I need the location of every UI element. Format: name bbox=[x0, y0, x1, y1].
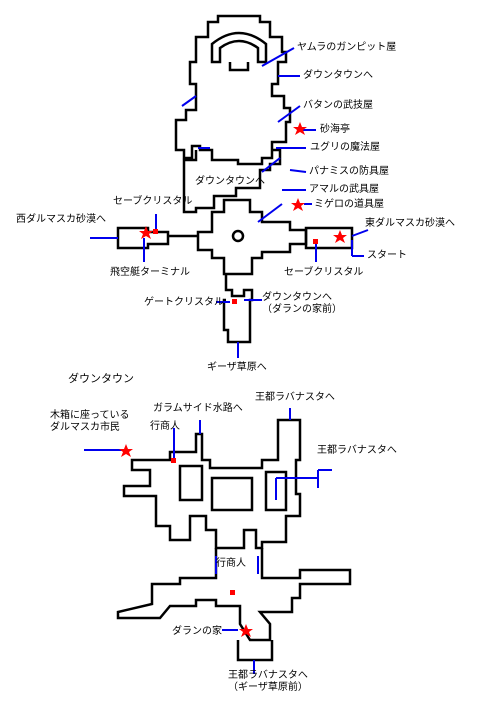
wall-downtown-block bbox=[210, 476, 254, 512]
label-to-rabanastre-2: 王都ラバナスタへ bbox=[317, 445, 397, 456]
star-inn bbox=[293, 122, 307, 135]
label-to-rabanastre-1: 王都ラバナスタへ bbox=[255, 392, 335, 403]
label-merchant-1: 行商人 bbox=[150, 421, 180, 432]
leader-lines bbox=[84, 47, 369, 674]
star-citizen bbox=[119, 444, 133, 457]
fountain bbox=[231, 229, 245, 243]
wall-step bbox=[228, 62, 250, 72]
star-dalan bbox=[239, 624, 253, 637]
wall-downtown-north bbox=[122, 418, 302, 550]
label-citizen-on-box: 木箱に座っている ダルマスカ市民 bbox=[50, 410, 130, 433]
wall-arch bbox=[210, 31, 268, 64]
wall-dalan-room bbox=[236, 640, 274, 662]
label-gate-crystal: ゲートクリスタル bbox=[144, 297, 224, 308]
label-giza-plains: ギーザ草原へ bbox=[207, 362, 267, 373]
label-yuguri-magic: ユグリの魔法屋 bbox=[310, 142, 380, 153]
label-to-downtown-3: ダウンタウンへ （ダランの家前） bbox=[262, 292, 342, 315]
marker-merchant-2 bbox=[230, 590, 235, 595]
label-to-downtown-2: ダウンタウンへ bbox=[195, 176, 265, 187]
label-amaru-armor: アマルの武具屋 bbox=[309, 184, 379, 195]
marker-gate bbox=[232, 299, 237, 304]
label-to-rabanastre-3: 王都ラバナスタへ （ギーザ草原前） bbox=[228, 670, 308, 693]
wall-east-room bbox=[304, 226, 354, 250]
label-to-downtown-1: ダウンタウンへ bbox=[303, 70, 373, 81]
line-downtown-2 bbox=[261, 157, 281, 173]
label-migero-items: ミゲロの道具屋 bbox=[314, 199, 384, 210]
star-save-left bbox=[139, 226, 153, 239]
label-yamura-gunpit: ヤムラのガンピット屋 bbox=[297, 42, 397, 53]
wall-central-plaza bbox=[196, 198, 308, 276]
map-walls bbox=[116, 14, 354, 662]
wall-west-room bbox=[116, 226, 170, 250]
wall-south-corridor bbox=[222, 274, 254, 344]
line-west-door bbox=[181, 95, 197, 107]
star-migero bbox=[291, 198, 305, 211]
label-start: スタート bbox=[367, 250, 407, 261]
label-east-desert: 東ダルマスカ砂漠へ bbox=[365, 218, 455, 229]
label-sand-inn: 砂海亭 bbox=[320, 124, 350, 135]
label-batan-weapon: バタンの武技屋 bbox=[303, 100, 373, 111]
wall-north-chamber bbox=[174, 14, 292, 166]
line-panamisu bbox=[289, 169, 307, 173]
section-downtown-title: ダウンタウン bbox=[68, 372, 134, 385]
line-east bbox=[351, 229, 369, 237]
marker-save-left bbox=[153, 229, 158, 234]
line-migero bbox=[257, 203, 283, 223]
line-yamura bbox=[261, 47, 295, 67]
label-panamisu-armor: パナミスの防具屋 bbox=[309, 166, 389, 177]
wall-downtown-east bbox=[264, 470, 288, 512]
label-garamsythe: ガラムサイド水路へ bbox=[153, 403, 243, 414]
label-airship-terminal: 飛空艇ターミナル bbox=[110, 267, 190, 278]
label-dalan-house: ダランの家 bbox=[172, 626, 222, 637]
star-start bbox=[333, 230, 347, 243]
line-batan bbox=[277, 105, 301, 123]
wall-downtown-inner bbox=[178, 464, 204, 502]
marker-save-right bbox=[313, 239, 318, 244]
wall-downtown-south bbox=[116, 548, 352, 642]
marker-merchant-1 bbox=[171, 458, 176, 463]
label-save-crystal-left: セーブクリスタル bbox=[113, 196, 193, 207]
label-save-crystal-right: セーブクリスタル bbox=[284, 267, 364, 278]
label-west-desert: 西ダルマスカ砂漠へ bbox=[16, 214, 106, 225]
label-merchant-2: 行商人 bbox=[216, 558, 246, 569]
markers bbox=[119, 122, 347, 637]
